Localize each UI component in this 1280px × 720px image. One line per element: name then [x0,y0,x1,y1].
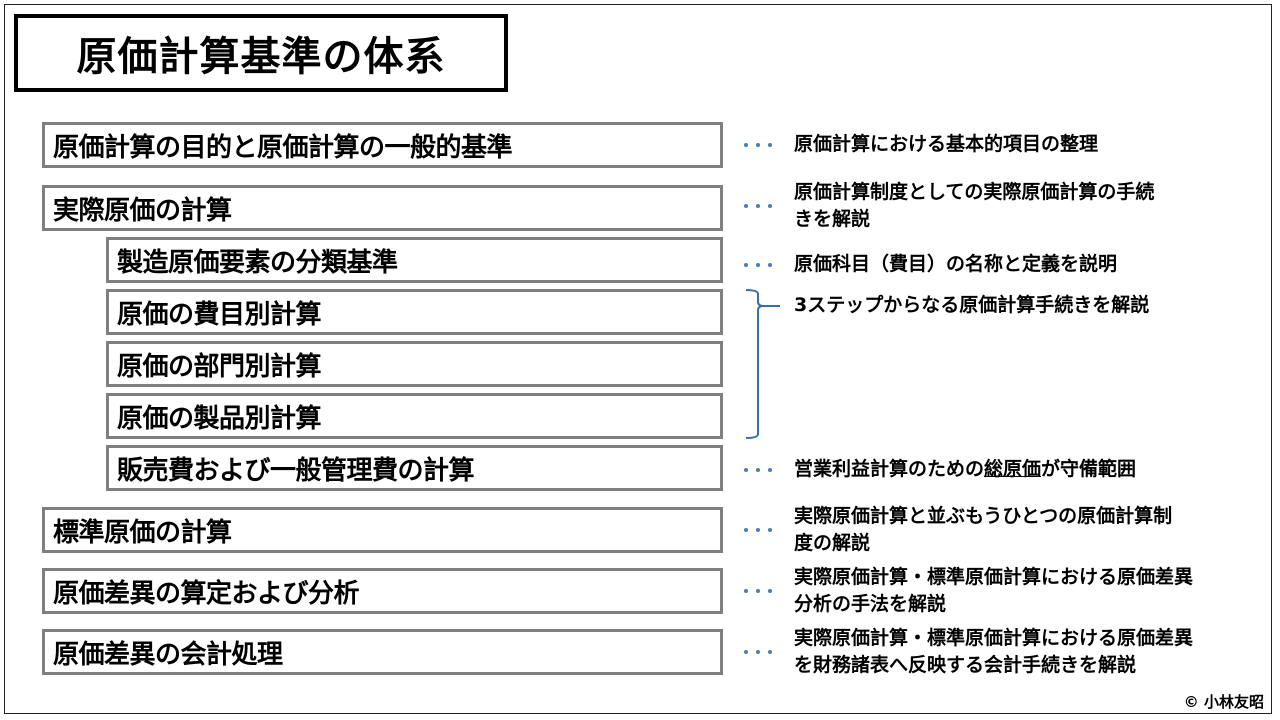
description-line: 実際原価計算・標準原価計算における原価差異 [794,627,1194,649]
description-line: 実際原価計算と並ぶもうひとつの原価計算制 [794,505,1173,527]
ellipsis-dots-icon [744,467,784,472]
item-label: 原価差異の算定および分析 [53,578,360,609]
item-element-cost: 原価の費目別計算 [106,289,723,335]
item-label: 原価差異の会計処理 [53,639,283,670]
description-text: 原価計算制度としての実際原価計算の手続 きを解説 [794,179,1244,233]
ellipsis-dots-icon [744,589,784,593]
title-box: 原価計算基準の体系 [14,14,508,92]
item-label: 原価計算の目的と原価計算の一般的基準 [53,132,513,163]
ellipsis-dots-icon [744,142,784,147]
item-label: 販売費および一般管理費の計算 [117,455,475,486]
item-general-standards: 原価計算の目的と原価計算の一般的基準 [42,122,723,168]
right-brace-icon [745,289,780,439]
description-5: 実際原価計算と並ぶもうひとつの原価計算制 度の解説 [744,503,1244,557]
copyright: © 小林友昭 [1183,693,1264,711]
item-label: 標準原価の計算 [53,517,232,548]
description-0: 原価計算における基本的項目の整理 [744,131,1244,158]
description-1: 原価計算制度としての実際原価計算の手続 きを解説 [744,179,1244,233]
item-department-cost: 原価の部門別計算 [106,341,723,387]
description-text: 原価科目（費目）の名称と定義を説明 [794,253,1118,275]
description-text: 実際原価計算・標準原価計算における原価差異 分析の手法を解説 [794,564,1244,618]
description-line: 実際原価計算・標準原価計算における原価差異 [794,566,1194,588]
item-standard-cost: 標準原価の計算 [42,507,723,553]
item-product-cost: 原価の製品別計算 [106,393,723,439]
ellipsis-dots-icon [744,650,784,654]
description-text: 3ステップからなる原価計算手続きを解説 [794,294,1150,316]
description-line: 度の解説 [794,532,871,554]
description-line: きを解説 [794,208,871,230]
description-text: 実際原価計算・標準原価計算における原価差異 を財務諸表へ反映する会計手続きを解説 [794,625,1244,679]
item-label: 実際原価の計算 [53,195,232,226]
ellipsis-dots-icon [744,262,784,267]
item-label: 原価の製品別計算 [117,403,322,434]
description-7: 実際原価計算・標準原価計算における原価差異 を財務諸表へ反映する会計手続きを解説 [744,625,1244,679]
item-label: 製造原価要素の分類基準 [117,247,398,278]
item-variance-analysis: 原価差異の算定および分析 [42,568,723,614]
description-segment: が守備範囲 [1041,458,1137,480]
page-title: 原価計算基準の体系 [76,34,446,80]
description-line: 原価計算制度としての実際原価計算の手続 [794,181,1155,203]
description-6: 実際原価計算・標準原価計算における原価差異 分析の手法を解説 [744,564,1244,618]
description-text: 実際原価計算と並ぶもうひとつの原価計算制 度の解説 [794,503,1244,557]
item-label: 原価の費目別計算 [117,299,322,330]
ellipsis-dots-icon [744,528,784,532]
item-classification: 製造原価要素の分類基準 [106,237,723,283]
item-label: 原価の部門別計算 [117,351,322,382]
description-4: 営業利益計算のための総原価が守備範囲 [744,456,1244,483]
description-2: 原価科目（費目）の名称と定義を説明 [744,251,1244,278]
underlined-term: 総原価 [984,458,1042,480]
description-line: を財務諸表へ反映する会計手続きを解説 [794,654,1137,676]
item-actual-cost: 実際原価の計算 [42,185,723,231]
description-text: 原価計算における基本的項目の整理 [794,133,1099,155]
description-line: 分析の手法を解説 [794,593,947,615]
ellipsis-dots-icon [744,204,784,208]
slide-frame [4,4,1272,714]
item-variance-accounting: 原価差異の会計処理 [42,629,723,675]
description-segment: 営業利益計算のための [794,458,985,480]
item-sga: 販売費および一般管理費の計算 [106,445,723,491]
description-text: 営業利益計算のための総原価が守備範囲 [794,456,1244,483]
description-3: 3ステップからなる原価計算手続きを解説 [784,292,1244,319]
